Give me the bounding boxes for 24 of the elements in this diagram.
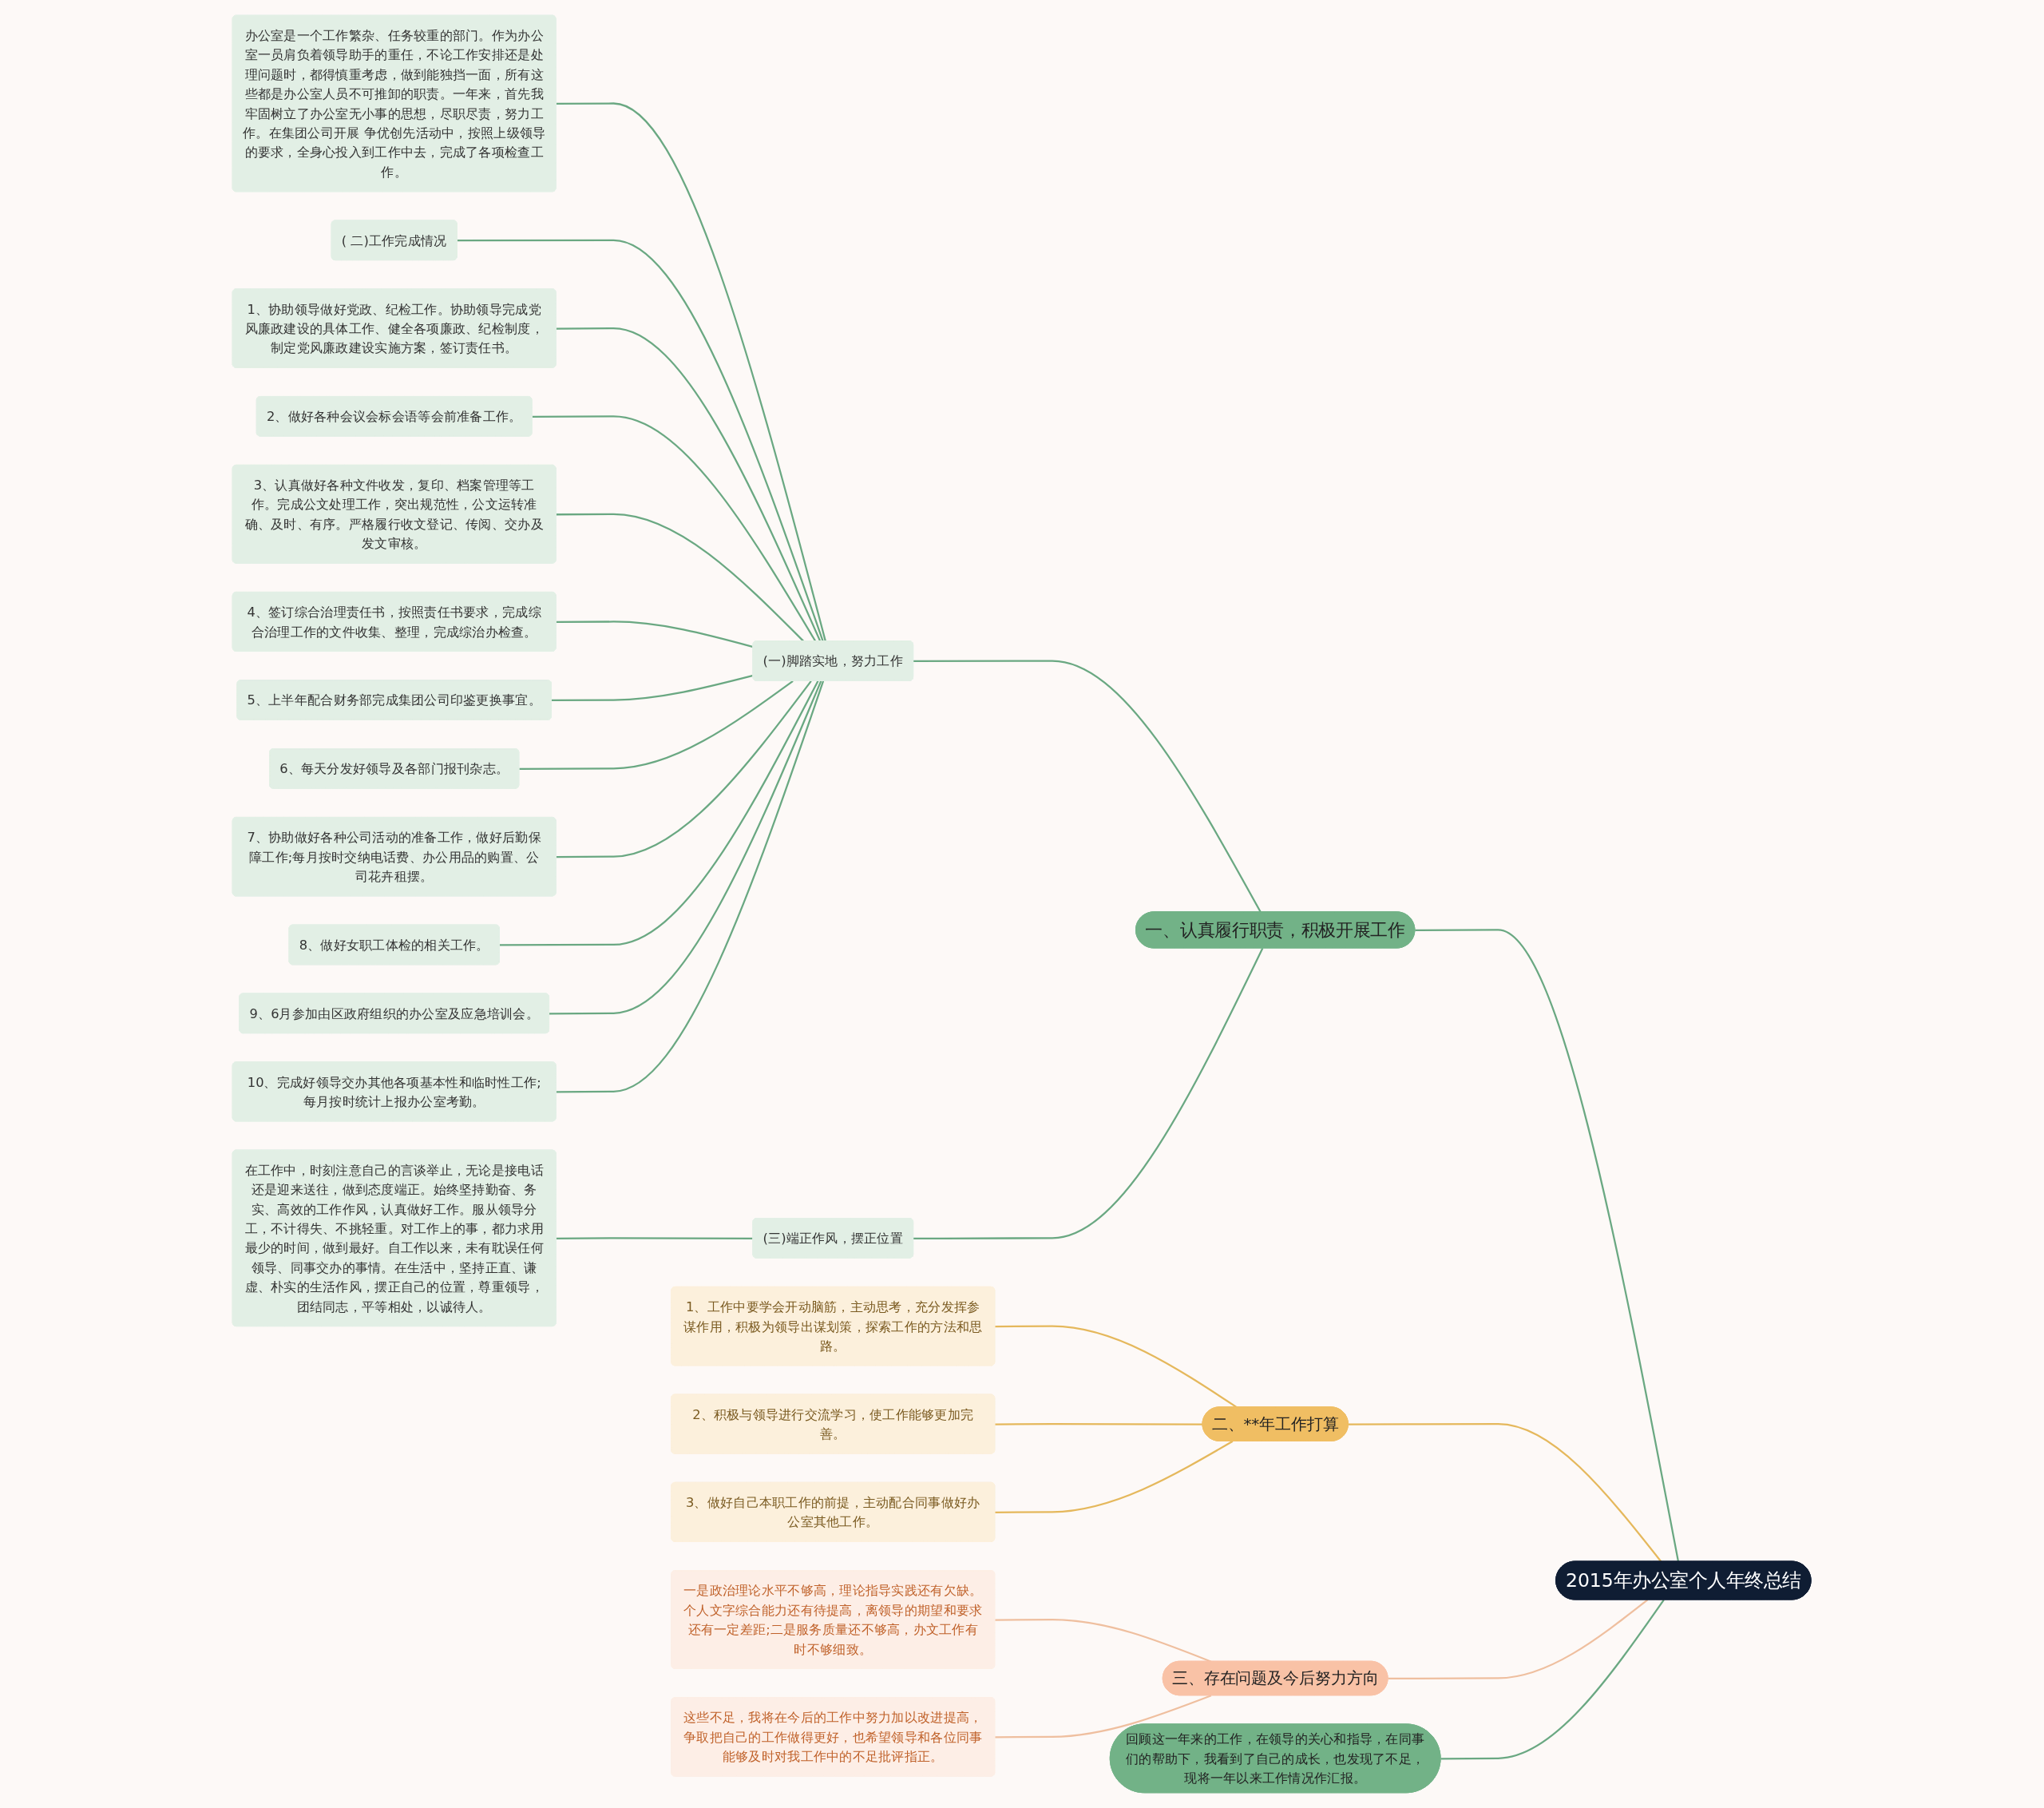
connector	[995, 1440, 1234, 1513]
mind-map: 2015年办公室个人年终总结 一、认真履行职责，积极开展工作 (一)脚踏实地，努力工作 办公室是一个工作繁杂、任务较重的部门。作为办公室一员肩负着领导助手的重任，不论工作安排还是处理问题时，都得慎重考虑，做到能独挡一面，所有这些都是办公室人员不可推卸的职责。一年来，首先我牢固树立了办公室无小事的思想，尽职尽责，努力工作。在集团公司开展 争优创先活动中，按照上级领导的要求，全身心投入到工作中去，完成了各项检查工作。 ( 二)工作完成情况 1、协助领导做好党政、纪检工作。协助领导完成党风廉政建设的具体工作、健全各项廉政、纪检制度，制定党风廉政建设实施方案，签订责任书。 2、做好各种会议会标会语等会前准备工作。 3、认真做好各种文件收发，复印、档案管理等工作。完成公文处理工作，突出规范性，公文运转准确、及时、有序。严格履行收文登记、传阅、交办及发文审核。 4、签订综合治理责任书，按照责任书要求，完成综合治理工作的文件收集、整理，完成综治办检查。 5、上半年配合财务部完成集团公司印鉴更换事宜。 6、每天分发好领导及各部门报刊杂志。 7、协助做好各种公司活动的准备工作，做好后勤保障工作;每月按时交纳电话费、办公用品的购置、公司花卉租摆。 8、做好女职工体检的相关工作。 9、6月参加由区政府组织的办公室及应急培训会。 10、完成好领导交办其他各项基本性和临时性工作;每月按时统计上报办公室考勤。 (三)端正作风，摆正位置 在工作中，时刻注意自己的言谈举止，无论是接电话还是迎来送往，做到态度端正。始终坚持勤奋、务实、高效的工作作风，认真做好工作。服从领导分工，不计得失、不挑轻重。对工作上的事，都力求用最少的时间，做到最好。自工作以来，未有耽误任何领导、同事交办的事情。在生活中，坚持正直、谦虚、朴实的生活作风，摆正自己的位置，尊重领导，团结同志，平等相处，以诚待人。 二、**年工作打算 1、工作中要学会开动脑筋，主动思考，充分发挥参谋作用，积极为领导出谋划策，探索工作的方法和思路。 2、积极与领导进行交流学习，使工作能够更加完善。 3、做好自己本职工作的前提，主动配合同事做好办公室其他工作。 三、存在问题及今后努力方向 一是政治理论水平不够高，理论指导实践还有欠缺。个人文字综合能力还有待提高，离领导的期望和要求还有一定差距;二是服务质量还不够高，办文工作有时不够细致。 这些不足，我将在今后的工作中努力加以改进提高，争取把自己的工作做得更好，也希望领导和各位同事能够及时对我工作中的不足批评指正。 回顾这一年来的工作，在领导的关心和指导，在同事们的帮助下，我看到了自己的成长，也发现了不足，现将一年以来工作情况作汇报。	[227, 10, 1817, 1798]
connector	[556, 1237, 754, 1239]
connector	[913, 660, 1262, 913]
connector	[556, 102, 827, 642]
connector	[1415, 929, 1680, 1562]
connector	[556, 513, 805, 642]
connector	[519, 680, 794, 770]
connector	[556, 680, 813, 858]
connector	[556, 680, 825, 1093]
connector	[995, 1618, 1212, 1663]
connector	[500, 680, 819, 946]
connector	[556, 327, 822, 642]
connector	[549, 680, 822, 1015]
connector	[458, 239, 825, 642]
connector	[1388, 1599, 1649, 1680]
connector	[995, 1695, 1212, 1739]
connector	[1349, 1422, 1662, 1563]
connector	[1440, 1599, 1666, 1760]
connector	[556, 621, 754, 648]
connector	[552, 674, 754, 702]
connector	[532, 415, 817, 642]
connector	[995, 1422, 1203, 1425]
connector	[913, 947, 1264, 1239]
